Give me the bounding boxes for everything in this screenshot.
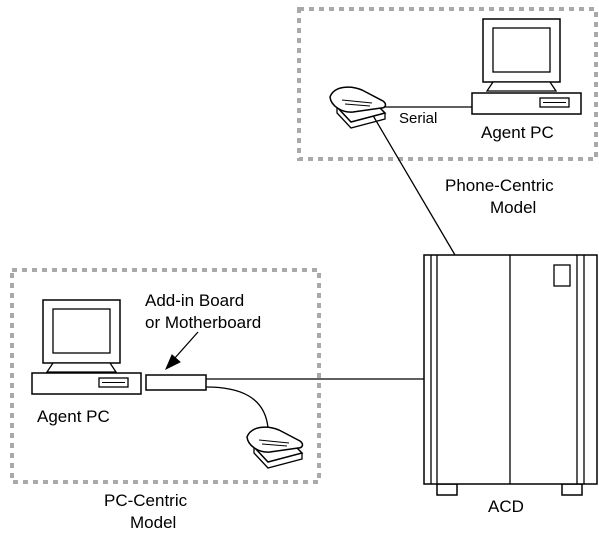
phone-handset-detail [258, 439, 290, 444]
pc-centric-phone-icon [246, 426, 304, 469]
monitor-screen [492, 27, 551, 73]
board-to-phone-cord [205, 386, 269, 429]
acd-foot-left [436, 483, 458, 496]
phone-centric-title-line2: Model [490, 198, 536, 217]
phone-handset [329, 86, 387, 113]
pc-centric-agent-pc-label: Agent PC [37, 407, 110, 426]
phone-centric-agent-pc-icon [471, 18, 582, 115]
pc-centric-title-line2: Model [130, 513, 176, 532]
phone-handset [246, 426, 304, 453]
phone-centric-group-border [297, 7, 598, 161]
phone-centric-title-line1: Phone-Centric [445, 176, 554, 195]
monitor-screen [52, 308, 111, 354]
acd-indicator [553, 264, 571, 287]
phone-to-acd-line [367, 106, 456, 256]
phone-base-front [336, 107, 386, 129]
phone-centric-phone-icon [329, 86, 387, 129]
phone-handset-detail-2 [261, 443, 288, 447]
acd-cabinet [423, 254, 598, 496]
phone-centric-agent-pc-label: Agent PC [481, 123, 554, 142]
phone-handset-detail [341, 99, 373, 104]
phone-handset-detail-2 [344, 103, 371, 107]
serial-label: Serial [399, 110, 437, 127]
pc-centric-group-border [10, 268, 321, 484]
board-label-line2: or Motherboard [145, 313, 261, 332]
acd-label: ACD [488, 497, 524, 516]
pc-centric-title-line1: PC-Centric [104, 491, 188, 510]
pc-centric-agent-pc-icon [31, 299, 142, 395]
add-in-board-icon [145, 374, 207, 391]
monitor-stand [45, 362, 118, 373]
board-pointer-arrow [165, 331, 199, 371]
monitor-stand [485, 81, 558, 92]
acd-foot-right [561, 483, 583, 496]
phone-base-front [253, 447, 303, 469]
board-label-line1: Add-in Board [145, 291, 244, 310]
